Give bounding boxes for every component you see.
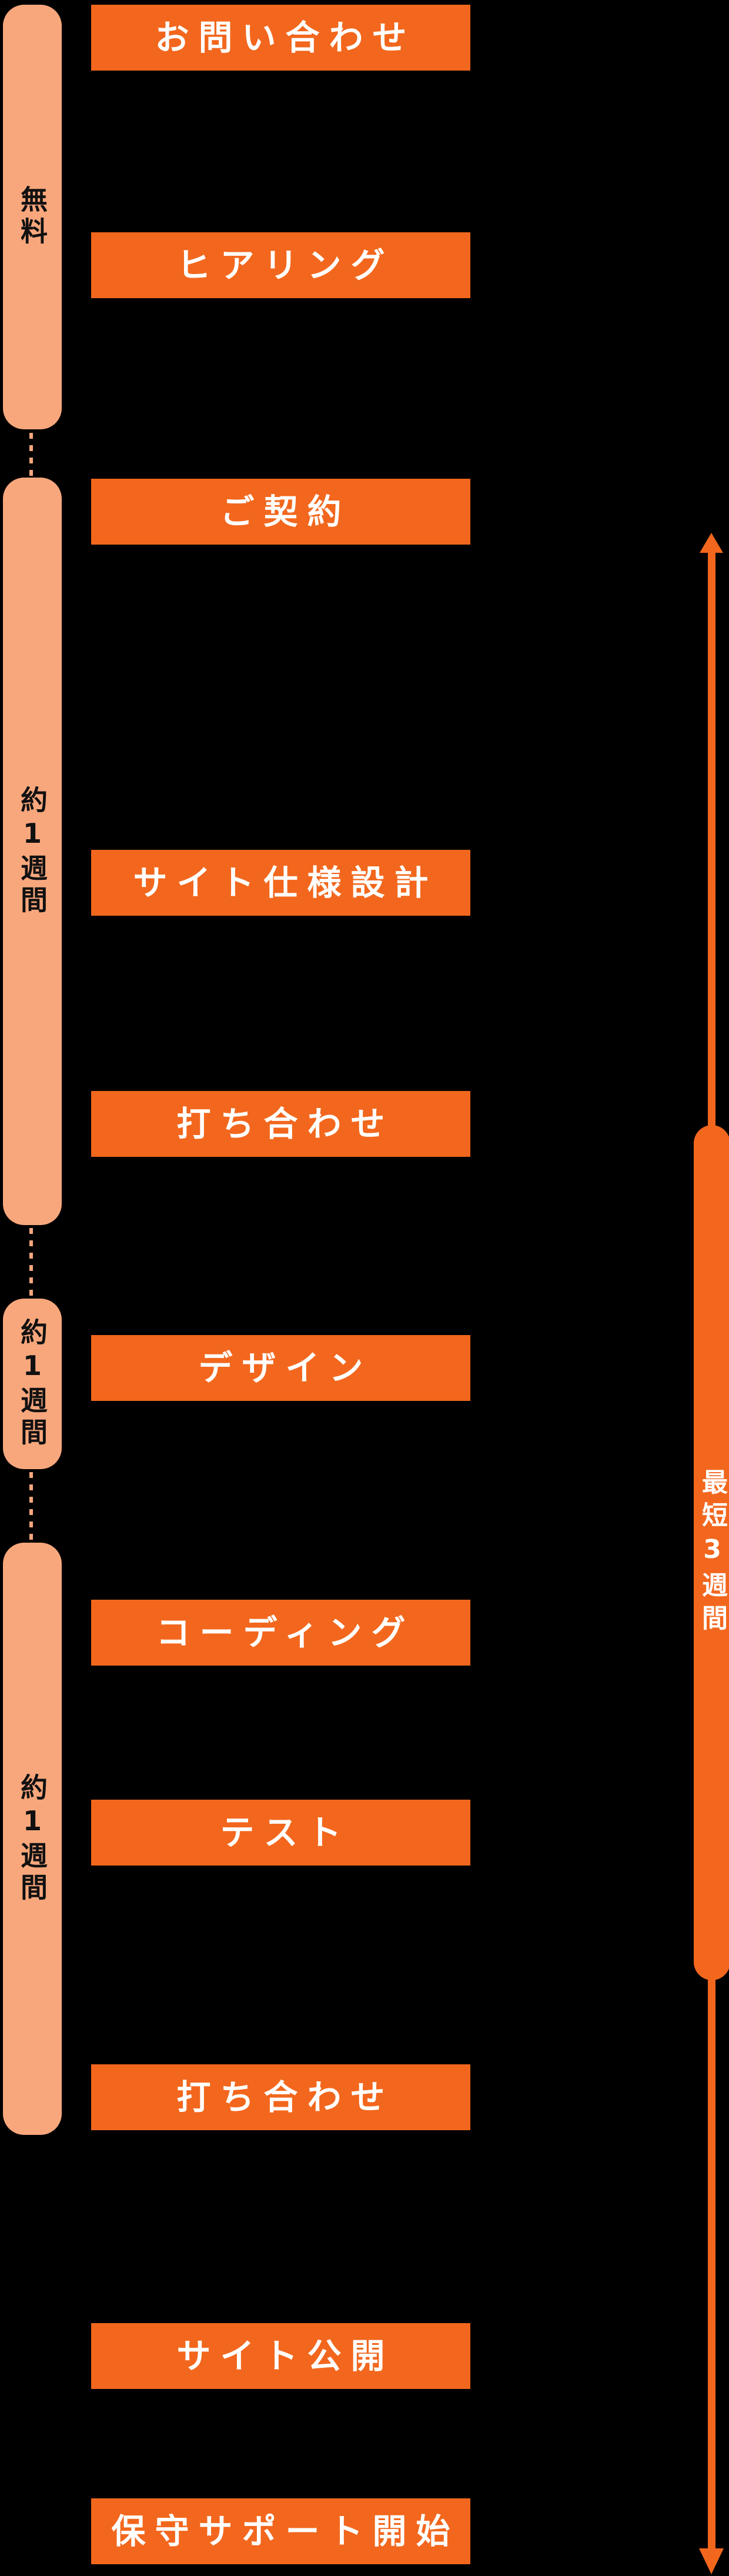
step-header-design: デザイン <box>91 1335 470 1401</box>
step-header-maintenance-support-start: 保守サポート開始 <box>91 2498 470 2564</box>
arrowhead-down-icon <box>699 2548 724 2574</box>
step-label-design: デザイン <box>198 1348 373 1388</box>
step-label-maintenance-support-start: 保守サポート開始 <box>111 2511 460 2551</box>
phase-label-free: 無料 <box>16 185 48 249</box>
phase-connector-dashed-2 <box>29 1228 33 1296</box>
step-label-site-spec-design: サイト仕様設計 <box>133 863 438 903</box>
step-label-coding: コーディング <box>156 1613 415 1653</box>
step-header-contact: お問い合わせ <box>91 5 470 71</box>
phase-bar-week-3: 約1週間 <box>3 1543 62 2135</box>
phase-label-week-3: 約1週間 <box>16 1773 48 1905</box>
arrowhead-up-icon <box>700 533 723 553</box>
step-header-site-spec-design: サイト仕様設計 <box>91 850 470 916</box>
step-label-contact: お問い合わせ <box>155 18 416 58</box>
step-label-meeting-1: 打ち合わせ <box>176 1104 394 1144</box>
step-label-test: テスト <box>220 1813 351 1853</box>
phase-connector-dashed-3 <box>29 1472 33 1541</box>
step-label-contract: ご契約 <box>220 492 351 532</box>
step-header-test: テスト <box>91 1800 470 1866</box>
step-label-hearing: ヒアリング <box>176 245 394 285</box>
step-header-meeting-1: 打ち合わせ <box>91 1091 470 1157</box>
phase-label-week-2: 約1週間 <box>16 1318 48 1450</box>
step-header-coding: コーディング <box>91 1600 470 1666</box>
duration-label: 最短3週間 <box>697 1468 727 1637</box>
step-label-meeting-2: 打ち合わせ <box>176 2077 394 2117</box>
phase-bar-week-1: 約1週間 <box>3 478 62 1225</box>
phase-bar-week-2: 約1週間 <box>3 1299 62 1469</box>
step-header-hearing: ヒアリング <box>91 232 470 298</box>
phase-bar-free: 無料 <box>3 5 62 429</box>
step-header-contract: ご契約 <box>91 479 470 545</box>
step-header-site-launch: サイト公開 <box>91 2323 470 2389</box>
step-label-site-launch: サイト公開 <box>176 2336 394 2376</box>
duration-capsule: 最短3週間 <box>694 1125 729 1980</box>
phase-connector-dashed-1 <box>29 433 33 476</box>
step-header-meeting-2: 打ち合わせ <box>91 2064 470 2130</box>
phase-label-week-1: 約1週間 <box>16 785 48 917</box>
